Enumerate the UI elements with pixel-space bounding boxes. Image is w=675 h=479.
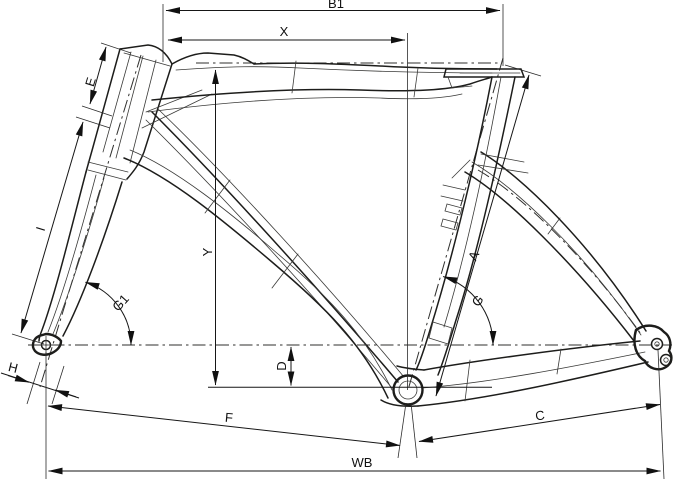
dimension-f: F [47,404,401,448]
joint-line [464,359,471,402]
label-y: Y [200,247,215,256]
label-b1: B1 [328,0,344,11]
label-a: A [465,248,482,263]
centerlines [28,54,672,391]
label-x: X [280,24,289,39]
rear-dropout [633,324,673,371]
joint-line [442,184,466,191]
label-c: C [534,407,546,423]
dimension-wb: WB [45,349,665,479]
bottom-bracket [392,374,424,406]
stem-cap [119,44,173,65]
dimension-x: X [167,24,408,390]
dimension-a: A [435,64,542,397]
joint-line [440,195,464,202]
derailleur-hanger-hole [659,353,673,367]
bottle-boss [444,203,463,216]
dimension-h: H [0,359,80,405]
seat-tube-axis-centerline [407,57,504,391]
joint-line [291,60,297,94]
dimension-c: C [397,402,661,459]
head-tube [85,44,213,180]
dimension-e: E [81,42,132,117]
label-f: F [224,410,233,426]
label-h: H [7,359,20,376]
rear-axle [650,337,664,351]
label-g: G [469,292,487,309]
label-e: E [82,75,99,88]
joint-line [204,179,231,214]
seat-tube [415,76,516,376]
joint-line [547,217,561,235]
front-derailleur-mount [428,321,453,345]
bottom-bracket-shell [392,374,424,406]
dimension-y: Y [200,69,219,386]
dimension-d: D [274,346,295,386]
dimension-g1: G1 [84,281,135,346]
frame-drawing [31,44,673,407]
dimension-b1: B1 [162,0,504,66]
seatstay-axis-centerline [477,169,642,335]
label-d: D [274,361,289,370]
seatstay-bridge [480,153,525,163]
joint-line [413,67,419,98]
gusset [451,159,471,179]
joint-line [556,348,562,375]
down-tube [123,108,405,399]
dimension-i: I [11,116,111,345]
front-dropout [31,332,63,356]
top-tube [147,52,498,113]
fork [38,169,127,342]
joint-line [271,253,299,289]
label-i: I [33,225,48,233]
seat-clamp-topper [443,68,526,89]
label-g1: G1 [109,291,132,314]
label-wb: WB [352,455,373,470]
